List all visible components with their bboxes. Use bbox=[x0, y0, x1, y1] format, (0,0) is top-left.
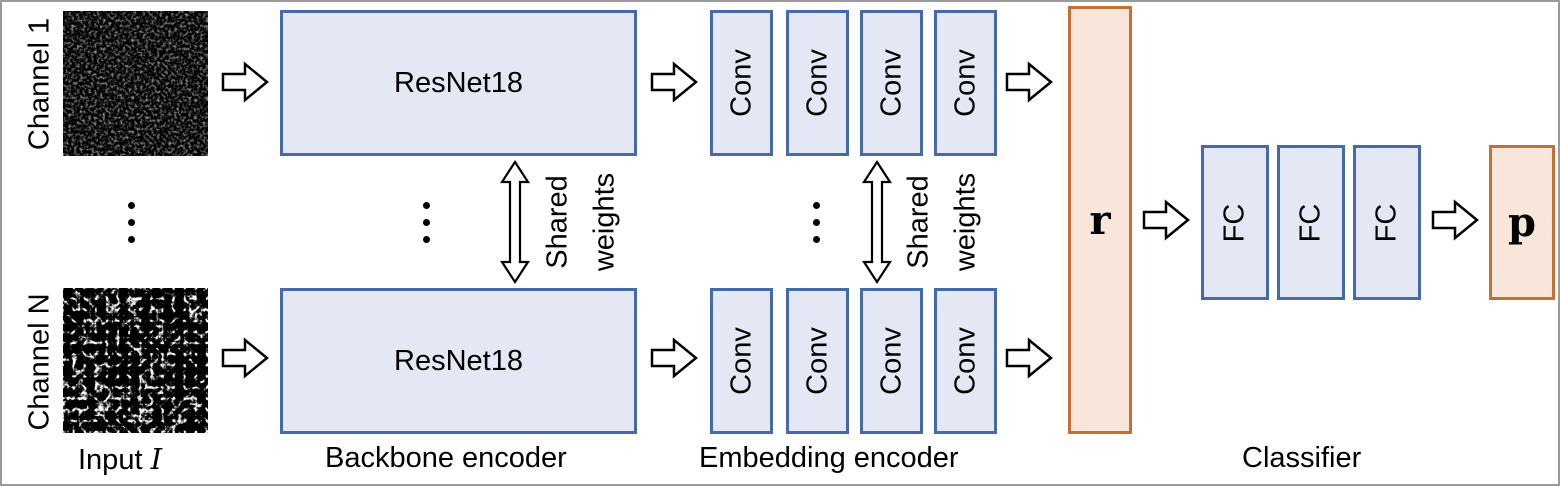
arrow-fc-to-p bbox=[1431, 199, 1479, 241]
conv-block-bottom-1: Conv bbox=[710, 288, 773, 434]
conv-block-top-1: Conv bbox=[710, 10, 773, 156]
input-image-channel-1-texture bbox=[63, 11, 208, 156]
conv-block-bottom-3: Conv bbox=[860, 288, 923, 434]
conv-label: Conv bbox=[875, 327, 907, 395]
embedding-encoder-caption: Embedding encoder bbox=[699, 442, 959, 474]
resnet18-top-label: ResNet18 bbox=[394, 66, 523, 99]
arrow-resnet-to-conv-top bbox=[650, 61, 698, 103]
weights-label-backbone: weights bbox=[588, 172, 621, 272]
conv-block-top-4: Conv bbox=[934, 10, 997, 156]
classifier-caption: Classifier bbox=[1242, 442, 1362, 474]
conv-block-top-2: Conv bbox=[786, 10, 849, 156]
ellipsis-backbone bbox=[423, 202, 431, 253]
conv-label: Conv bbox=[875, 49, 907, 117]
conv-label: Conv bbox=[801, 327, 833, 395]
arrow-resnet-to-conv-bottom bbox=[650, 337, 698, 379]
conv-label: Conv bbox=[949, 327, 981, 395]
backbone-encoder-caption: Backbone encoder bbox=[325, 442, 567, 474]
arrow-input-to-resnet-bottom bbox=[221, 337, 269, 379]
fc-block-3: FC bbox=[1353, 145, 1421, 300]
resnet18-bottom-label: ResNet18 bbox=[394, 344, 523, 377]
ellipsis-channels bbox=[128, 202, 136, 253]
input-caption-text: Input bbox=[78, 444, 143, 476]
shared-label-embedding: Shared bbox=[902, 175, 935, 269]
conv-label: Conv bbox=[725, 49, 757, 117]
input-image-channel-1 bbox=[63, 11, 208, 156]
conv-label: Conv bbox=[725, 327, 757, 395]
input-image-channel-n bbox=[63, 288, 208, 433]
p-label: p bbox=[1508, 199, 1536, 246]
resnet18-top-block: ResNet18 bbox=[280, 10, 637, 156]
fc-label: FC bbox=[1294, 203, 1327, 242]
ellipsis-embedding bbox=[813, 202, 821, 253]
conv-block-top-3: Conv bbox=[860, 10, 923, 156]
conv-block-bottom-2: Conv bbox=[786, 288, 849, 434]
weights-label-embedding: weights bbox=[949, 172, 982, 272]
input-image-channel-n-texture bbox=[63, 288, 208, 433]
conv-block-bottom-4: Conv bbox=[934, 288, 997, 434]
fc-label: FC bbox=[1370, 203, 1403, 242]
shared-weights-arrow-embedding bbox=[861, 159, 893, 285]
conv-label: Conv bbox=[949, 49, 981, 117]
conv-label: Conv bbox=[801, 49, 833, 117]
representation-r-block: r bbox=[1068, 6, 1132, 434]
arrow-conv-to-r-bottom bbox=[1005, 337, 1053, 379]
channel-1-label: Channel 1 bbox=[23, 17, 56, 151]
fc-label: FC bbox=[1218, 203, 1251, 242]
arrow-input-to-resnet-top bbox=[221, 61, 269, 103]
fc-block-1: FC bbox=[1201, 145, 1269, 300]
prediction-p-block: p bbox=[1489, 145, 1555, 300]
arrow-conv-to-r-top bbox=[1005, 61, 1053, 103]
shared-label-backbone: Shared bbox=[541, 175, 574, 269]
input-caption: Input I bbox=[78, 442, 162, 477]
shared-weights-arrow-backbone bbox=[499, 159, 531, 285]
input-symbol: I bbox=[150, 442, 163, 476]
fc-block-2: FC bbox=[1277, 145, 1345, 300]
channel-n-label: Channel N bbox=[23, 293, 56, 431]
resnet18-bottom-block: ResNet18 bbox=[280, 288, 637, 434]
arrow-r-to-fc bbox=[1142, 199, 1190, 241]
r-label: r bbox=[1089, 196, 1111, 244]
